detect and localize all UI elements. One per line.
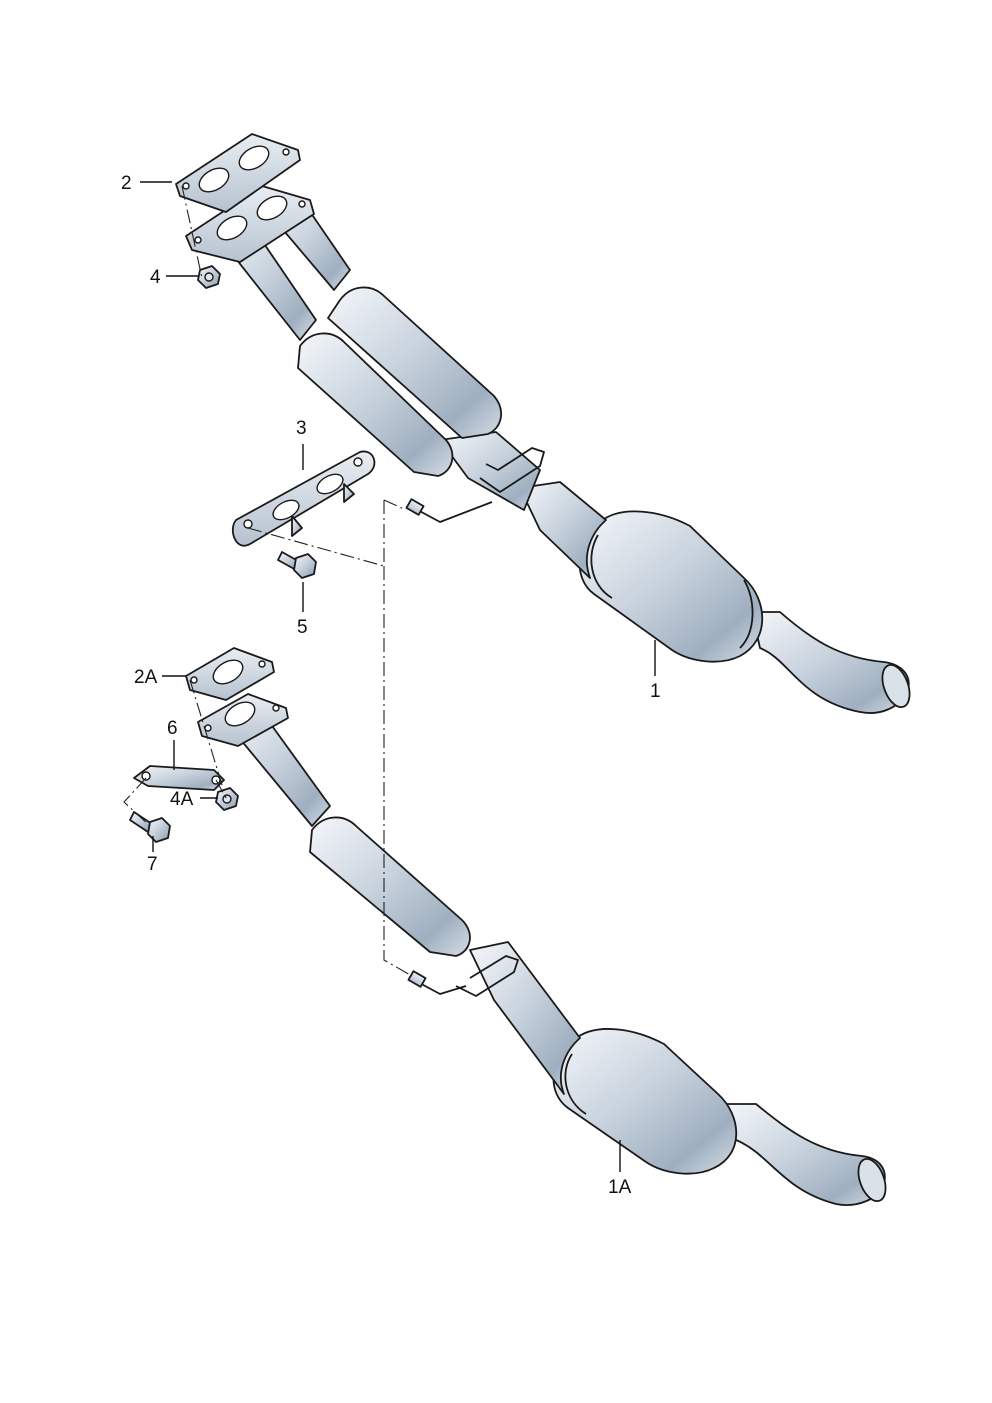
silencer-lower — [297, 332, 454, 477]
callout-leaders — [140, 181, 656, 1172]
catalytic-converter-1a — [552, 1028, 738, 1175]
callout-2a: 2A — [134, 667, 158, 688]
callout-1: 1 — [650, 681, 661, 702]
tail-pipe-end — [881, 664, 911, 708]
gasket-2a — [185, 647, 275, 701]
nut-4a — [215, 787, 239, 811]
sensor-pipe-1a — [455, 955, 519, 997]
silencer-1a — [309, 816, 471, 957]
tail-pipe — [751, 611, 910, 714]
mounting-bracket — [231, 450, 376, 547]
callout-4: 4 — [150, 267, 161, 288]
callout-3: 3 — [296, 418, 307, 439]
callout-6: 6 — [167, 718, 178, 739]
bolt-7 — [129, 811, 171, 843]
y-joint — [439, 431, 541, 511]
sensor-pipe — [479, 447, 545, 493]
exhaust-pipe-twin-assembly — [185, 185, 911, 714]
assembly-centerlines — [123, 185, 413, 977]
converter-inlet-cone-1a — [469, 941, 581, 1095]
callout-2: 2 — [121, 173, 132, 194]
exhaust-pipe-single-assembly — [197, 693, 887, 1206]
nut-top — [197, 265, 221, 289]
converter-inlet-cone — [519, 481, 607, 579]
gasket-top — [175, 133, 301, 213]
callout-5: 5 — [297, 617, 308, 638]
catalytic-converter — [578, 510, 764, 663]
tail-pipe-1a — [725, 1103, 886, 1206]
bolt-5 — [277, 551, 317, 579]
silencer-upper — [327, 286, 502, 439]
callout-7: 7 — [147, 854, 158, 875]
callout-4a: 4A — [170, 789, 194, 810]
support-pipe-6 — [133, 765, 225, 791]
callout-1a: 1A — [608, 1177, 632, 1198]
